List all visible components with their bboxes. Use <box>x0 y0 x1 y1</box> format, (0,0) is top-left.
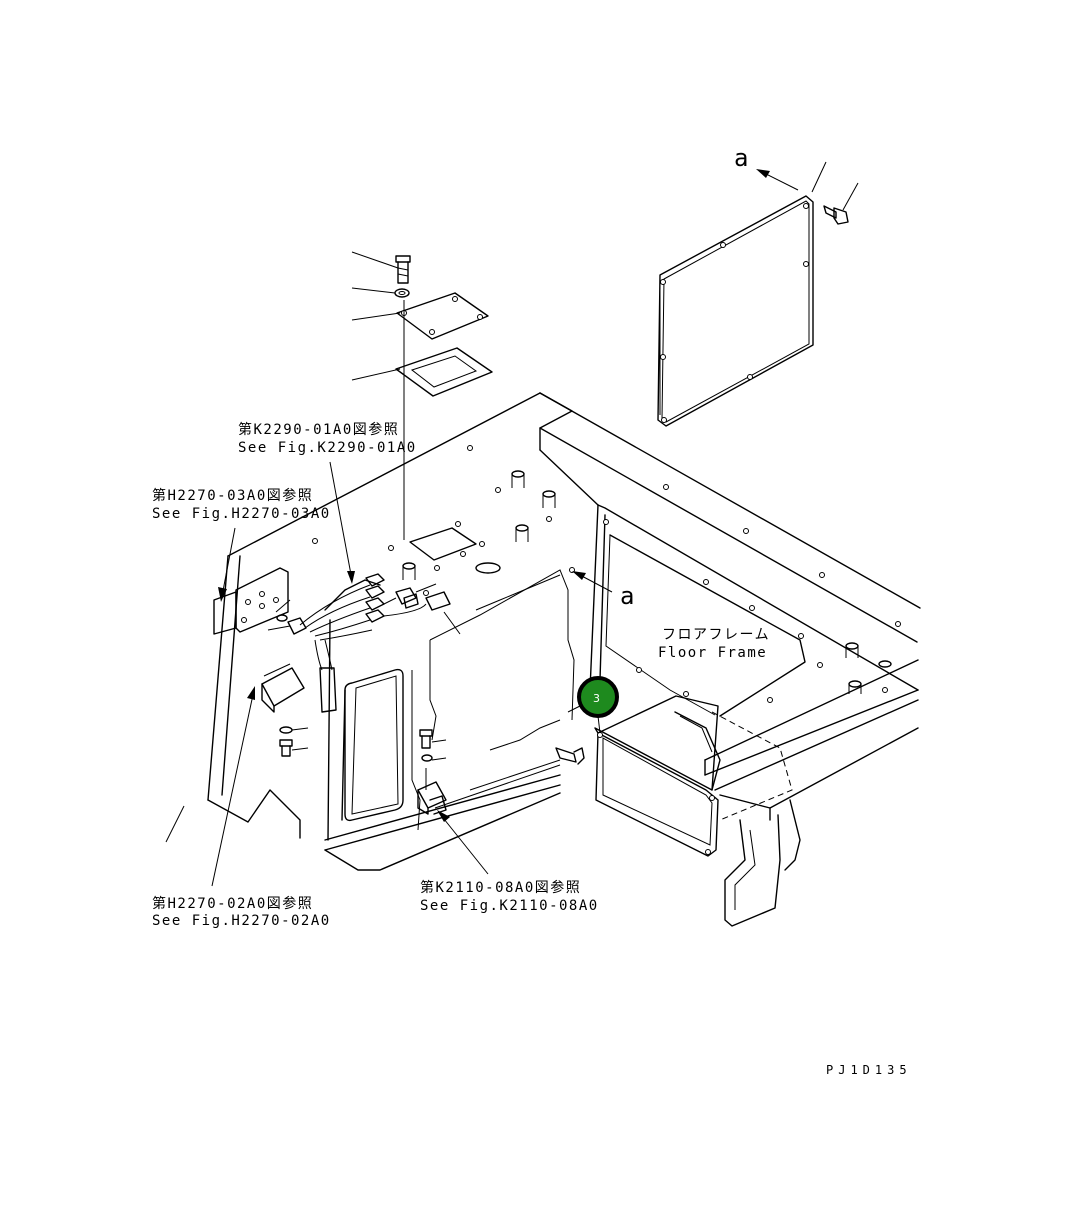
view-arrow-a-top: a <box>734 144 799 191</box>
floor-frame-structure <box>207 392 921 927</box>
callout-h2270-03-en: See Fig.H2270-03A0 <box>152 506 331 522</box>
left-fasteners <box>279 726 309 757</box>
callout-k2290-en: See Fig.K2290-01A0 <box>238 440 417 456</box>
left-bracket-assembly <box>213 567 307 635</box>
callout-k2110-en: See Fig.K2110-08A0 <box>420 898 599 914</box>
inspection-cover-plate <box>657 195 814 427</box>
floor-frame-label-en: Floor Frame <box>658 645 767 661</box>
exploded-stack <box>351 251 493 540</box>
drawing-code: PJ1D135 <box>826 1063 912 1077</box>
callout-k2110-jp: 第K2110-08A0図参照 <box>420 879 581 896</box>
item-badge-number: 3 <box>593 692 600 705</box>
left-clamp-plate <box>261 663 305 713</box>
view-label-a-mid: a <box>620 582 634 610</box>
floor-frame-label-jp: フロアフレーム <box>662 627 770 643</box>
callout-h2270-02-jp: 第H2270-02A0図参照 <box>152 895 313 912</box>
lower-mount-bracket <box>417 729 447 815</box>
callout-h2270-02-en: See Fig.H2270-02A0 <box>152 913 331 929</box>
item-badge-3[interactable]: 3 <box>577 676 619 734</box>
callout-k2290-jp: 第K2290-01A0図参照 <box>238 421 399 438</box>
wiring-harness <box>299 573 461 713</box>
leader-lines <box>165 461 489 887</box>
lower-cover-bolt <box>555 704 585 765</box>
callout-h2270-03-jp: 第H2270-03A0図参照 <box>152 487 313 504</box>
lower-cover-plate <box>594 695 721 857</box>
view-label-a-top: a <box>734 144 748 172</box>
cover-bolt <box>823 182 859 225</box>
view-arrow-a-mid: a <box>572 571 634 610</box>
